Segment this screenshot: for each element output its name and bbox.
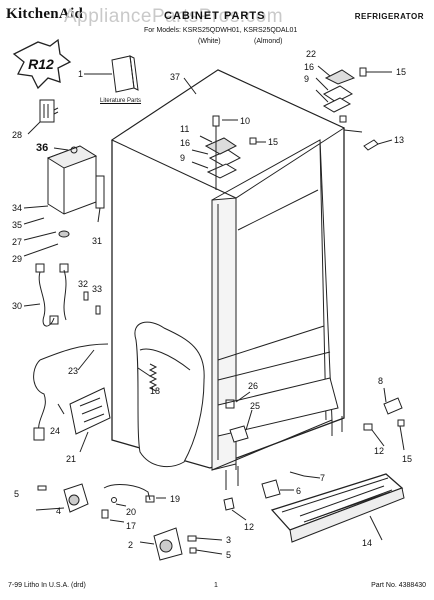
brand-logo: KitchenAid <box>6 6 84 22</box>
callout: 11 <box>180 124 189 134</box>
power-cord <box>33 343 109 441</box>
model-line: For Models: KSRS25QDWH01, KSRS25QDAL01 <box>144 27 298 34</box>
callout: 5 <box>14 489 19 499</box>
top-hinge-middle <box>191 115 266 190</box>
callout: 29 <box>12 254 22 264</box>
callout: 22 <box>306 49 316 59</box>
callout: 9 <box>304 74 309 84</box>
callout: 36 <box>36 142 48 154</box>
callout: 6 <box>296 486 301 496</box>
callout: 26 <box>248 381 258 391</box>
category-label: REFRIGERATOR <box>354 12 424 21</box>
caster-part <box>35 483 89 513</box>
wire-harness <box>23 263 101 327</box>
callout: 15 <box>396 67 406 77</box>
page-number: 1 <box>214 582 218 589</box>
variant-almond: (Almond) <box>254 38 283 45</box>
callout-labels: 1 2 3 4 5 5 6 7 8 9 9 10 11 12 12 13 14 … <box>12 49 412 560</box>
callout: 9 <box>180 153 185 163</box>
callout: 12 <box>244 522 254 532</box>
callout: 25 <box>250 401 260 411</box>
spring-part <box>148 363 158 392</box>
literature-booklet <box>84 55 139 93</box>
access-cover <box>57 387 111 453</box>
callout: 15 <box>268 137 278 147</box>
clip-part <box>223 497 247 521</box>
page-title: CABINET PARTS <box>164 10 266 22</box>
callout: 4 <box>56 506 61 516</box>
leveling-part <box>101 509 125 523</box>
cabinet-bracket <box>225 391 253 443</box>
cabinet-body <box>110 69 346 490</box>
callout: 7 <box>320 473 325 483</box>
callout: 15 <box>402 454 412 464</box>
callout: 31 <box>92 236 102 246</box>
callout: 20 <box>126 507 136 517</box>
callout: 16 <box>180 138 190 148</box>
callout: 34 <box>12 203 22 213</box>
callout: 28 <box>12 130 22 140</box>
r12-badge: R12 <box>12 38 72 90</box>
part-number: Part No. 4388430 <box>371 582 426 589</box>
callout: 30 <box>12 301 22 311</box>
watermark: AppliancePartsPros.com <box>64 6 284 27</box>
bracket-part <box>261 471 321 499</box>
variant-white: (White) <box>198 38 221 45</box>
bottom-hinge <box>363 387 405 451</box>
callout: 1 <box>78 69 83 79</box>
r12-badge-text: R12 <box>28 56 54 72</box>
callout: 18 <box>150 386 160 396</box>
literature-label: Literature Parts <box>100 98 142 104</box>
callout: 33 <box>92 284 102 294</box>
callout: 17 <box>126 521 136 531</box>
callout: 12 <box>374 446 384 456</box>
callout: 3 <box>226 535 231 545</box>
callout: 5 <box>226 550 231 560</box>
top-hinge-right <box>315 65 393 151</box>
cover-part <box>27 99 59 135</box>
drain-tube <box>103 484 166 507</box>
callout: 14 <box>362 538 372 548</box>
callout: 23 <box>68 366 78 376</box>
callout: 32 <box>78 279 88 289</box>
callout: 35 <box>12 220 22 230</box>
footer-printing: 7-99 Litho In U.S.A. (drd) <box>8 582 86 589</box>
control-housing <box>23 145 105 257</box>
callout: 13 <box>394 135 404 145</box>
grille-part <box>270 473 405 543</box>
callout: 16 <box>304 62 314 72</box>
roller-assembly <box>139 527 223 561</box>
callout: 19 <box>170 494 180 504</box>
callout: 2 <box>128 540 133 550</box>
callout: 10 <box>240 116 250 126</box>
callout: 27 <box>12 237 22 247</box>
callout: 21 <box>66 454 76 464</box>
callout: 8 <box>378 376 383 386</box>
callout: 24 <box>50 426 60 436</box>
callout: 37 <box>170 72 180 82</box>
